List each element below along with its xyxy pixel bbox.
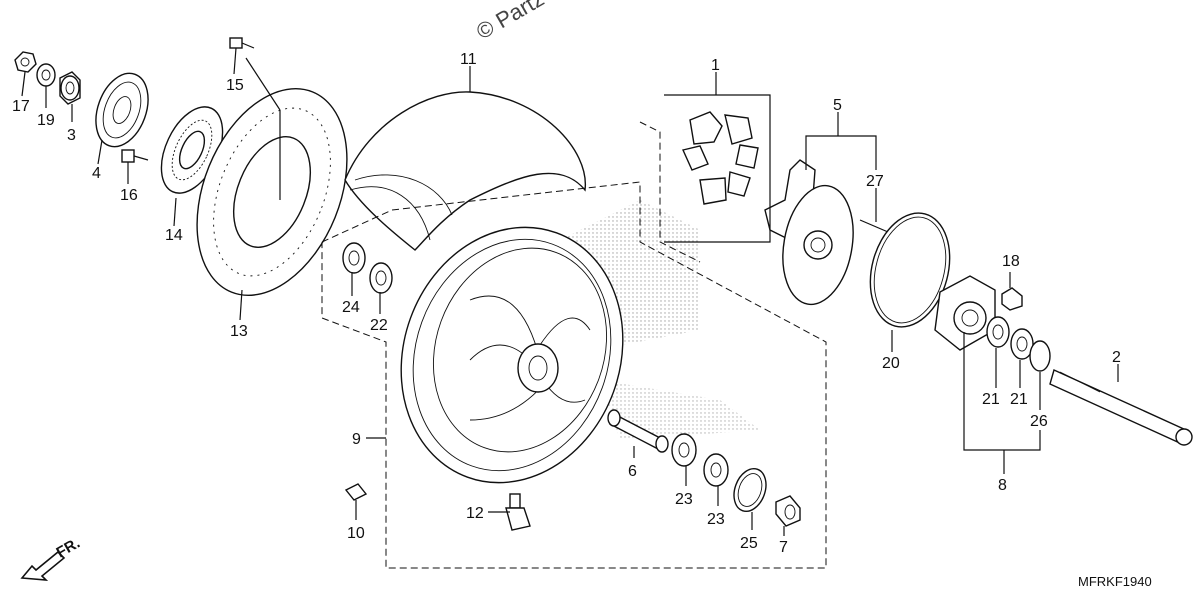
callout-24: 24 [342, 299, 360, 316]
callout-25: 25 [740, 535, 758, 552]
part-valve-12 [505, 493, 531, 531]
callout-18: 18 [1002, 253, 1020, 270]
callout-5: 5 [833, 97, 842, 114]
part-weight-10 [344, 483, 368, 501]
part-cover-4 [95, 72, 149, 148]
part-flange-5 [764, 159, 854, 306]
callout-26: 26 [1030, 413, 1048, 430]
part-bearing-24 [342, 242, 366, 274]
callout-2: 2 [1112, 349, 1121, 366]
callout-15: 15 [226, 77, 244, 94]
callout-4: 4 [92, 165, 101, 182]
part-dampers-1 [682, 111, 759, 205]
part-oring-25 [733, 467, 767, 513]
diagram-code: MFRKF1940 [1078, 574, 1152, 589]
part-wheel-9 [400, 226, 624, 484]
callout-labels: 17 19 3 4 16 14 15 13 11 1 5 27 18 20 24… [12, 51, 1121, 556]
callout-16: 16 [120, 187, 138, 204]
callout-1: 1 [711, 57, 720, 74]
callout-21a: 21 [982, 391, 1000, 408]
watermark: © Partz [472, 0, 548, 44]
callout-7: 7 [779, 539, 788, 556]
callout-22: 22 [370, 317, 388, 334]
front-direction-arrow: FR. [20, 535, 83, 581]
part-tire-11 [344, 91, 586, 251]
part-bearing-23b [703, 453, 729, 487]
callout-27: 27 [866, 173, 884, 190]
callout-20: 20 [882, 355, 900, 372]
callout-21b: 21 [1010, 391, 1028, 408]
part-washer-19 [36, 63, 56, 87]
callout-14: 14 [165, 227, 183, 244]
part-nut-17 [14, 51, 37, 73]
leader-lines [21, 47, 1119, 536]
callout-12: 12 [466, 505, 484, 522]
part-disc-bolt-15 [229, 37, 255, 49]
callout-11: 11 [460, 51, 477, 68]
part-oring-26 [1029, 340, 1051, 372]
assembly-boundaries [321, 94, 827, 569]
part-stud-27 [859, 219, 889, 233]
part-bearing-23a [671, 433, 697, 467]
part-flange-hub [934, 275, 996, 351]
callout-23b: 23 [707, 511, 725, 528]
callout-23a: 23 [675, 491, 693, 508]
callout-6: 6 [628, 463, 637, 480]
part-nut-18 [1001, 287, 1023, 311]
callout-13: 13 [230, 323, 248, 340]
callout-9: 9 [352, 431, 361, 448]
callout-17: 17 [12, 98, 30, 115]
callout-10: 10 [347, 525, 365, 542]
part-collar-6 [607, 409, 669, 453]
callout-3: 3 [67, 127, 76, 144]
part-bearing-21b [1010, 328, 1034, 360]
part-circlip-20 [869, 212, 951, 328]
callout-8: 8 [998, 477, 1007, 494]
part-collar-7 [775, 495, 801, 527]
part-axle-2 [1049, 369, 1193, 446]
part-collar-3 [59, 71, 81, 105]
part-bearing-22 [369, 262, 393, 294]
part-brake-disc-13 [196, 87, 348, 297]
part-bolt-16 [121, 149, 149, 163]
part-bearing-21a [986, 316, 1010, 348]
callout-19: 19 [37, 112, 55, 129]
